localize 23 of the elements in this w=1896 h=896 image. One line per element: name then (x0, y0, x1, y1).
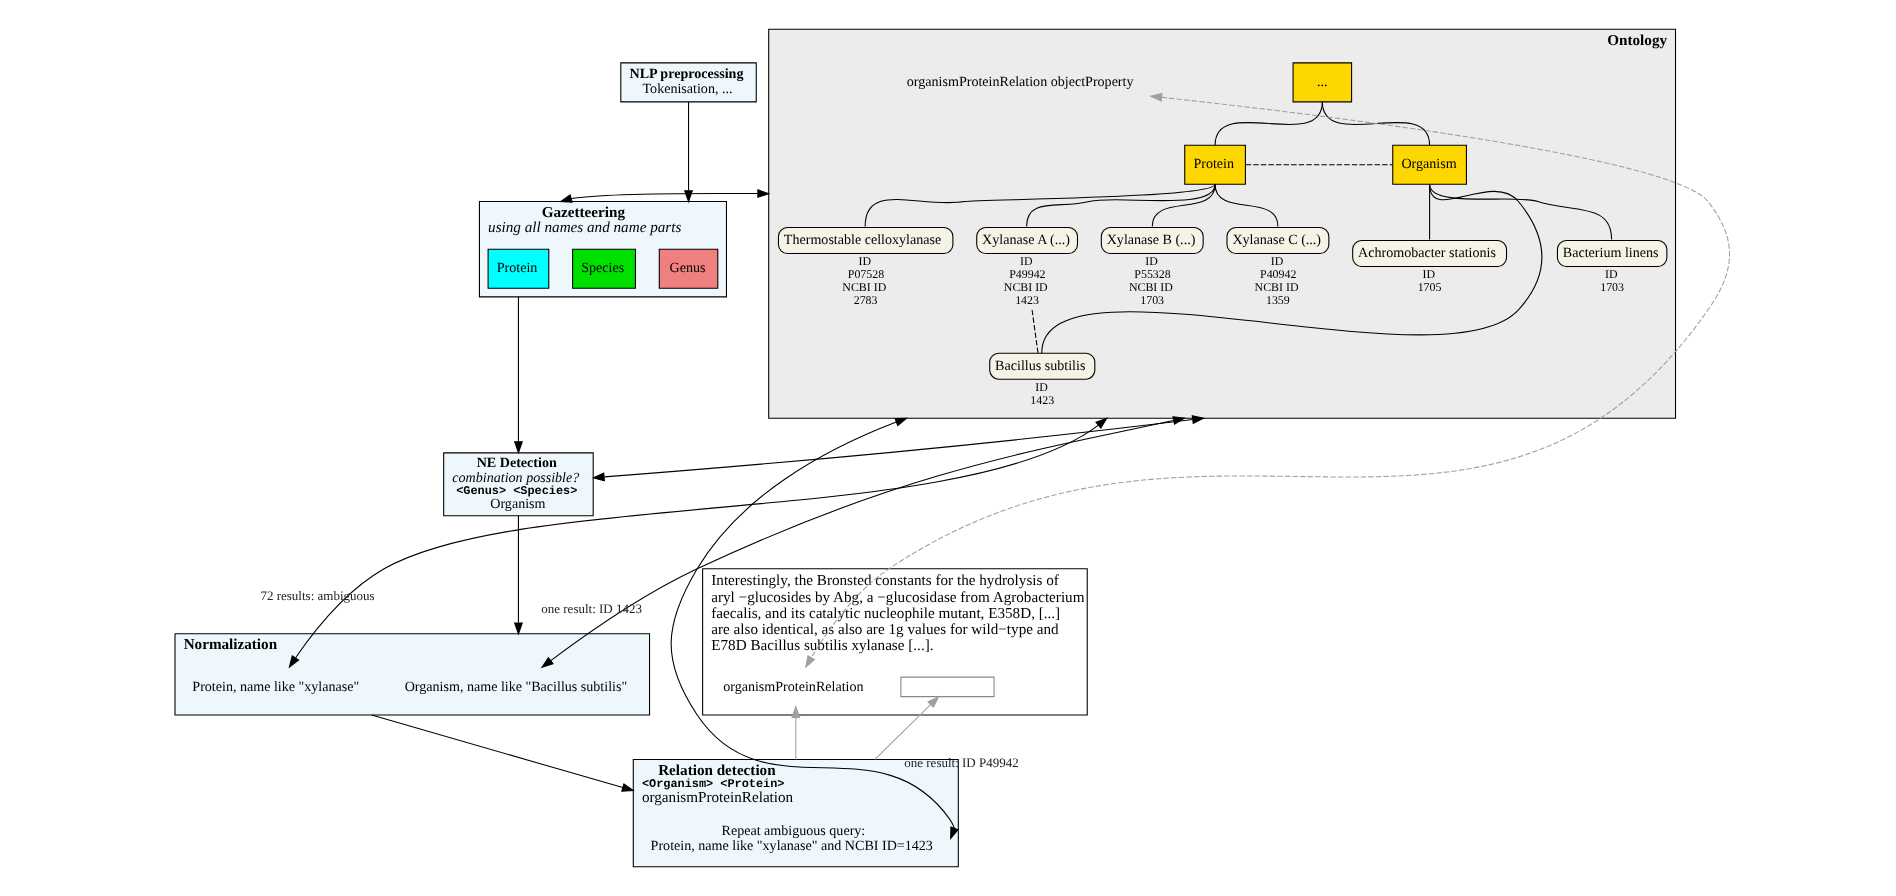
arrow (684, 101, 694, 204)
node-box (900, 676, 995, 698)
arrow (513, 515, 523, 636)
arrow (288, 417, 1108, 669)
connector (1026, 183, 1216, 227)
connector (1214, 101, 1323, 146)
connector (1429, 183, 1613, 240)
arrow (540, 416, 1186, 669)
connector (1214, 183, 1279, 227)
connector (1041, 183, 1543, 354)
arrow (670, 417, 959, 841)
arrow (804, 92, 1731, 669)
arrow (591, 415, 1206, 482)
connector (1031, 309, 1039, 354)
arrow (513, 296, 523, 455)
connector (1321, 101, 1431, 146)
connector (1151, 183, 1216, 227)
arrow (559, 189, 771, 203)
connector (1245, 164, 1394, 166)
connector (864, 183, 1216, 227)
arrow (791, 704, 801, 760)
arrow (371, 714, 635, 792)
arrow (874, 695, 940, 760)
